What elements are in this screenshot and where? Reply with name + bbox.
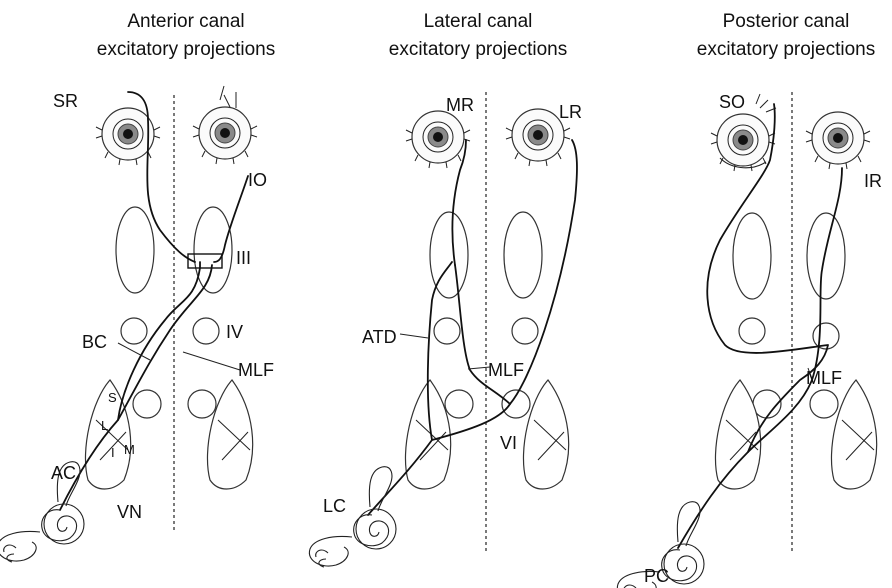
panel-title-line2: excitatory projections bbox=[389, 39, 567, 60]
left-eye-icon bbox=[96, 108, 160, 165]
label-m: M bbox=[124, 442, 135, 457]
label-lc: LC bbox=[323, 496, 346, 516]
label-io: IO bbox=[248, 170, 267, 190]
oculomotor-nucleus-right bbox=[807, 213, 845, 299]
panel-title-line1: Posterior canal bbox=[723, 11, 850, 32]
panel-posterior: Posterior canal excitatory projections S… bbox=[617, 11, 882, 588]
label-vn: VN bbox=[117, 502, 142, 522]
pathway-mlf bbox=[455, 265, 510, 404]
abducens-nucleus-left bbox=[133, 390, 161, 418]
panel-anterior: Anterior canal excitatory projections SR… bbox=[0, 11, 275, 562]
trochlear-nucleus-right bbox=[512, 318, 538, 344]
oculomotor-nucleus-right bbox=[504, 212, 542, 298]
label-so: SO bbox=[719, 92, 745, 112]
abducens-nucleus-right bbox=[188, 390, 216, 418]
oculomotor-nucleus-left bbox=[733, 213, 771, 299]
right-eye-icon bbox=[806, 112, 870, 169]
label-ir: IR bbox=[864, 171, 882, 191]
label-ac: AC bbox=[51, 463, 76, 483]
left-eye-icon bbox=[406, 111, 470, 168]
label-lr: LR bbox=[559, 102, 582, 122]
trochlear-nucleus-left bbox=[121, 318, 147, 344]
muscle-insertion bbox=[220, 86, 236, 108]
inner-ear-icon bbox=[309, 467, 396, 567]
trochlear-nucleus-left bbox=[434, 318, 460, 344]
label-bc: BC bbox=[82, 332, 107, 352]
panel-title-line2: excitatory projections bbox=[97, 39, 275, 60]
label-atd: ATD bbox=[362, 327, 397, 347]
label-mlf: MLF bbox=[238, 360, 274, 380]
label-iv: IV bbox=[226, 322, 243, 342]
right-eye-icon bbox=[193, 107, 257, 164]
vestibular-nuclei-right bbox=[831, 380, 876, 489]
panel-title-line2: excitatory projections bbox=[697, 39, 875, 60]
label-sr: SR bbox=[53, 91, 78, 111]
pathway-ac bbox=[60, 265, 212, 510]
label-mlf: MLF bbox=[806, 368, 842, 388]
label-pc: PC bbox=[644, 566, 669, 586]
panel-lateral: Lateral canal excitatory projections MR … bbox=[309, 11, 582, 567]
trochlear-nucleus-right bbox=[193, 318, 219, 344]
oculomotor-nucleus-right bbox=[194, 207, 232, 293]
vestibular-nuclei-left bbox=[715, 380, 760, 489]
panel-title-line1: Lateral canal bbox=[424, 11, 533, 32]
label-iii: III bbox=[236, 248, 251, 268]
label-s: S bbox=[108, 390, 117, 405]
label-vi: VI bbox=[500, 433, 517, 453]
trochlear-nucleus-left bbox=[739, 318, 765, 344]
label-l: L bbox=[101, 418, 108, 433]
abducens-nucleus-right bbox=[810, 390, 838, 418]
vestibular-nuclei-right bbox=[523, 380, 568, 489]
label-mr: MR bbox=[446, 95, 474, 115]
label-mlf: MLF bbox=[488, 360, 524, 380]
label-i: I bbox=[111, 445, 115, 460]
oculomotor-nucleus-left bbox=[116, 207, 154, 293]
abducens-nucleus-left bbox=[445, 390, 473, 418]
panel-title-line1: Anterior canal bbox=[127, 11, 244, 32]
